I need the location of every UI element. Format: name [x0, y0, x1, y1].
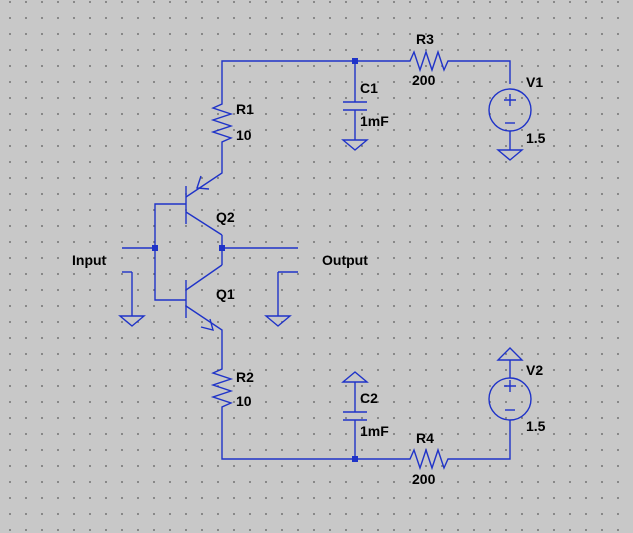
ground-output-icon: [264, 272, 292, 327]
junction-bottom-rail: [352, 456, 358, 462]
ground-input-icon: [118, 272, 146, 327]
resistor-r4-symbol: [406, 447, 452, 471]
wires: [122, 60, 511, 460]
label-r2-name: R2: [236, 369, 254, 385]
ground-icon-c2: [341, 371, 369, 383]
resistor-r3[interactable]: [406, 49, 452, 73]
label-r2-value: 10: [236, 393, 252, 409]
transistor-q1-collector: [185, 264, 223, 291]
resistor-r1[interactable]: [210, 97, 234, 144]
voltage-source-v1[interactable]: [488, 88, 532, 161]
capacitor-c2[interactable]: [341, 371, 369, 421]
capacitor-c2-symbol: [343, 382, 367, 421]
net-label-output: Output: [322, 252, 368, 268]
transistor-q2-pnp[interactable]: [185, 165, 223, 236]
resistor-r4[interactable]: [406, 447, 452, 471]
label-r4-value: 200: [412, 471, 436, 487]
label-c1-value: 1mF: [360, 113, 389, 129]
ground-output[interactable]: [264, 272, 292, 327]
transistor-q2-emitter: [185, 165, 223, 198]
label-v1-name: V1: [526, 74, 543, 90]
transistor-q1-npn[interactable]: [185, 264, 223, 338]
net-label-input: Input: [72, 252, 107, 268]
label-r3-name: R3: [416, 31, 434, 47]
voltage-source-v2[interactable]: [488, 347, 532, 421]
junction-top-rail: [352, 58, 358, 64]
resistor-r3-symbol: [406, 49, 452, 73]
ground-icon-c1: [341, 139, 369, 151]
wire-r3-to-v1[interactable]: [452, 60, 511, 84]
wire-bases[interactable]: [154, 203, 186, 301]
label-v1-value: 1.5: [526, 130, 546, 146]
ground-icon-v1: [496, 149, 524, 161]
transistor-q1-emitter: [185, 305, 223, 338]
resistor-r2-symbol: [210, 362, 234, 412]
label-c1-name: C1: [360, 80, 378, 96]
label-c2-name: C2: [360, 390, 378, 406]
label-r3-value: 200: [412, 72, 436, 88]
arrow-icon-q1: [200, 318, 214, 331]
wire-r4-to-v2[interactable]: [452, 420, 511, 460]
label-r1-name: R1: [236, 101, 254, 117]
resistor-r2[interactable]: [210, 362, 234, 412]
resistor-r1-symbol: [210, 97, 234, 144]
plus-icon-v2: [504, 380, 516, 392]
capacitor-c1-symbol: [343, 101, 367, 140]
junction-input: [152, 245, 158, 251]
junction-output: [219, 245, 225, 251]
label-q2-name: Q2: [216, 209, 235, 225]
plus-icon-v1: [504, 94, 516, 106]
wire-output-node[interactable]: [221, 235, 298, 265]
junctions: [152, 58, 358, 462]
capacitor-c1[interactable]: [341, 101, 369, 151]
ground-input[interactable]: [118, 272, 146, 327]
label-v2-value: 1.5: [526, 418, 546, 434]
wire-bottom-rail[interactable]: [221, 412, 406, 460]
label-r4-name: R4: [416, 430, 434, 446]
label-c2-value: 1mF: [360, 423, 389, 439]
label-v2-name: V2: [526, 362, 543, 378]
labels: R1 10 R2 10 R3 200 R4 200 C1 1mF C2 1mF …: [72, 31, 546, 487]
supply-arrow-icon-v2: [496, 347, 524, 361]
wire-top-rail[interactable]: [221, 60, 406, 97]
voltage-source-v2-body: [488, 377, 532, 421]
label-q1-name: Q1: [216, 286, 235, 302]
transistor-q2-collector: [185, 211, 223, 236]
label-r1-value: 10: [236, 127, 252, 143]
arrow-icon-q2: [196, 175, 210, 190]
